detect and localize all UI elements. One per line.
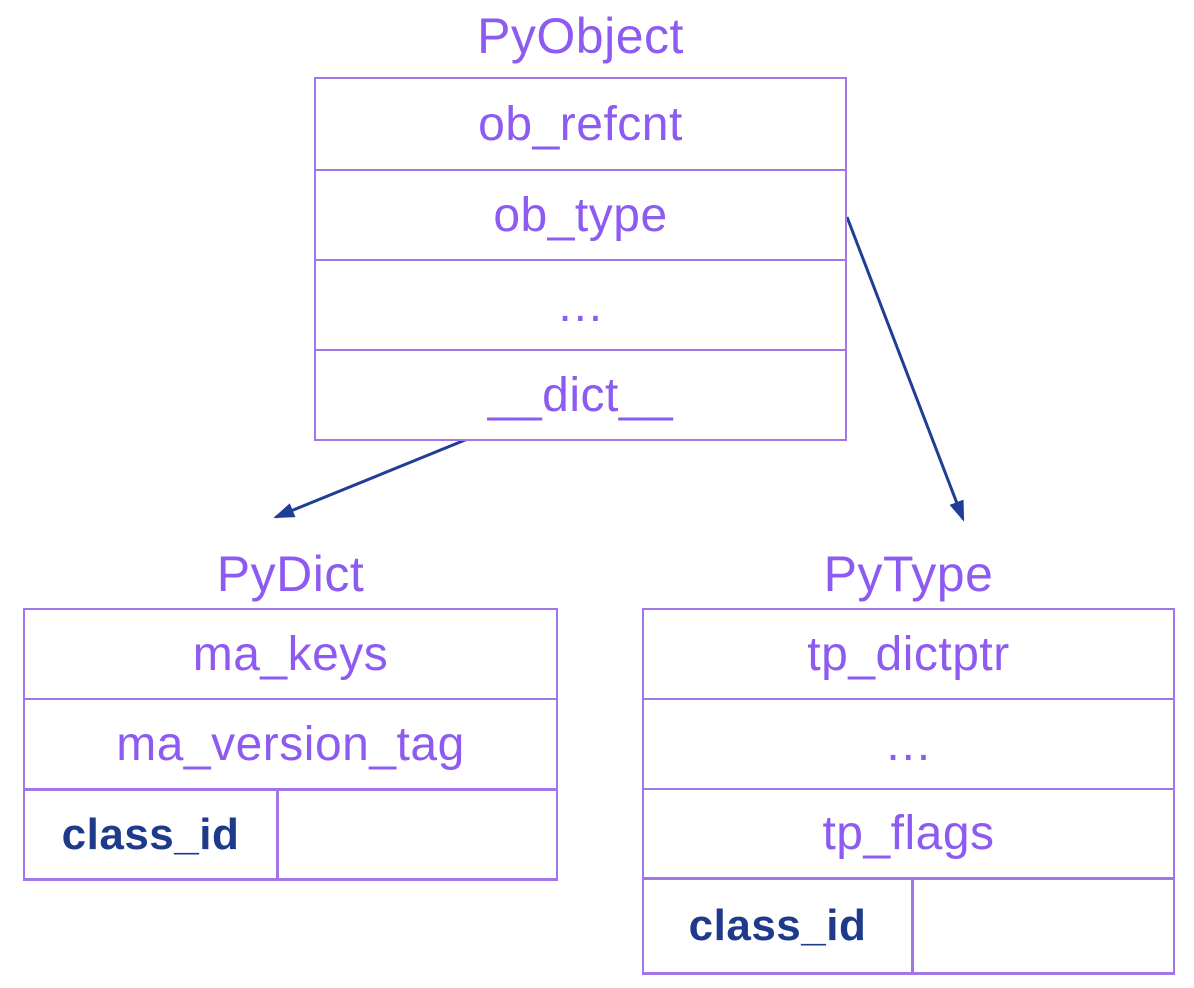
arrow-dict-pointer <box>273 436 471 519</box>
pytype-title: PyType <box>823 546 994 602</box>
pydict-class-id-value <box>279 791 556 878</box>
pyobject-table: ob_refcnt ob_type … __dict__ <box>314 77 847 441</box>
pytype-table: tp_dictptr … tp_flags class_id <box>642 608 1175 975</box>
pyobject-title: PyObject <box>477 8 684 64</box>
pyobject-row-ellipsis: … <box>316 259 845 349</box>
pytype-row-class-id: class_id <box>644 877 1173 972</box>
pyobject-row-dict: __dict__ <box>316 349 845 439</box>
pytype-row-tp-flags: tp_flags <box>644 788 1173 877</box>
pytype-row-tp-dictptr: tp_dictptr <box>807 627 1010 681</box>
pydict-class-id-label: class_id <box>25 791 279 878</box>
pyobject-row-ob-type: ob_type <box>316 169 845 259</box>
pydict-title: PyDict <box>216 546 365 602</box>
pytype-row-ellipsis: … <box>644 698 1173 788</box>
pydict-row-class-id: class_id <box>25 788 556 878</box>
pyobject-row-ob-refcnt: ob_refcnt <box>478 97 683 151</box>
pydict-table: ma_keys ma_version_tag class_id <box>23 608 558 881</box>
pytype-class-id-label: class_id <box>644 880 914 972</box>
pydict-row-ma-keys: ma_keys <box>192 627 389 681</box>
pytype-class-id-value <box>914 880 1173 972</box>
arrow-type-pointer <box>845 216 965 522</box>
pydict-row-ma-version-tag: ma_version_tag <box>25 698 556 788</box>
